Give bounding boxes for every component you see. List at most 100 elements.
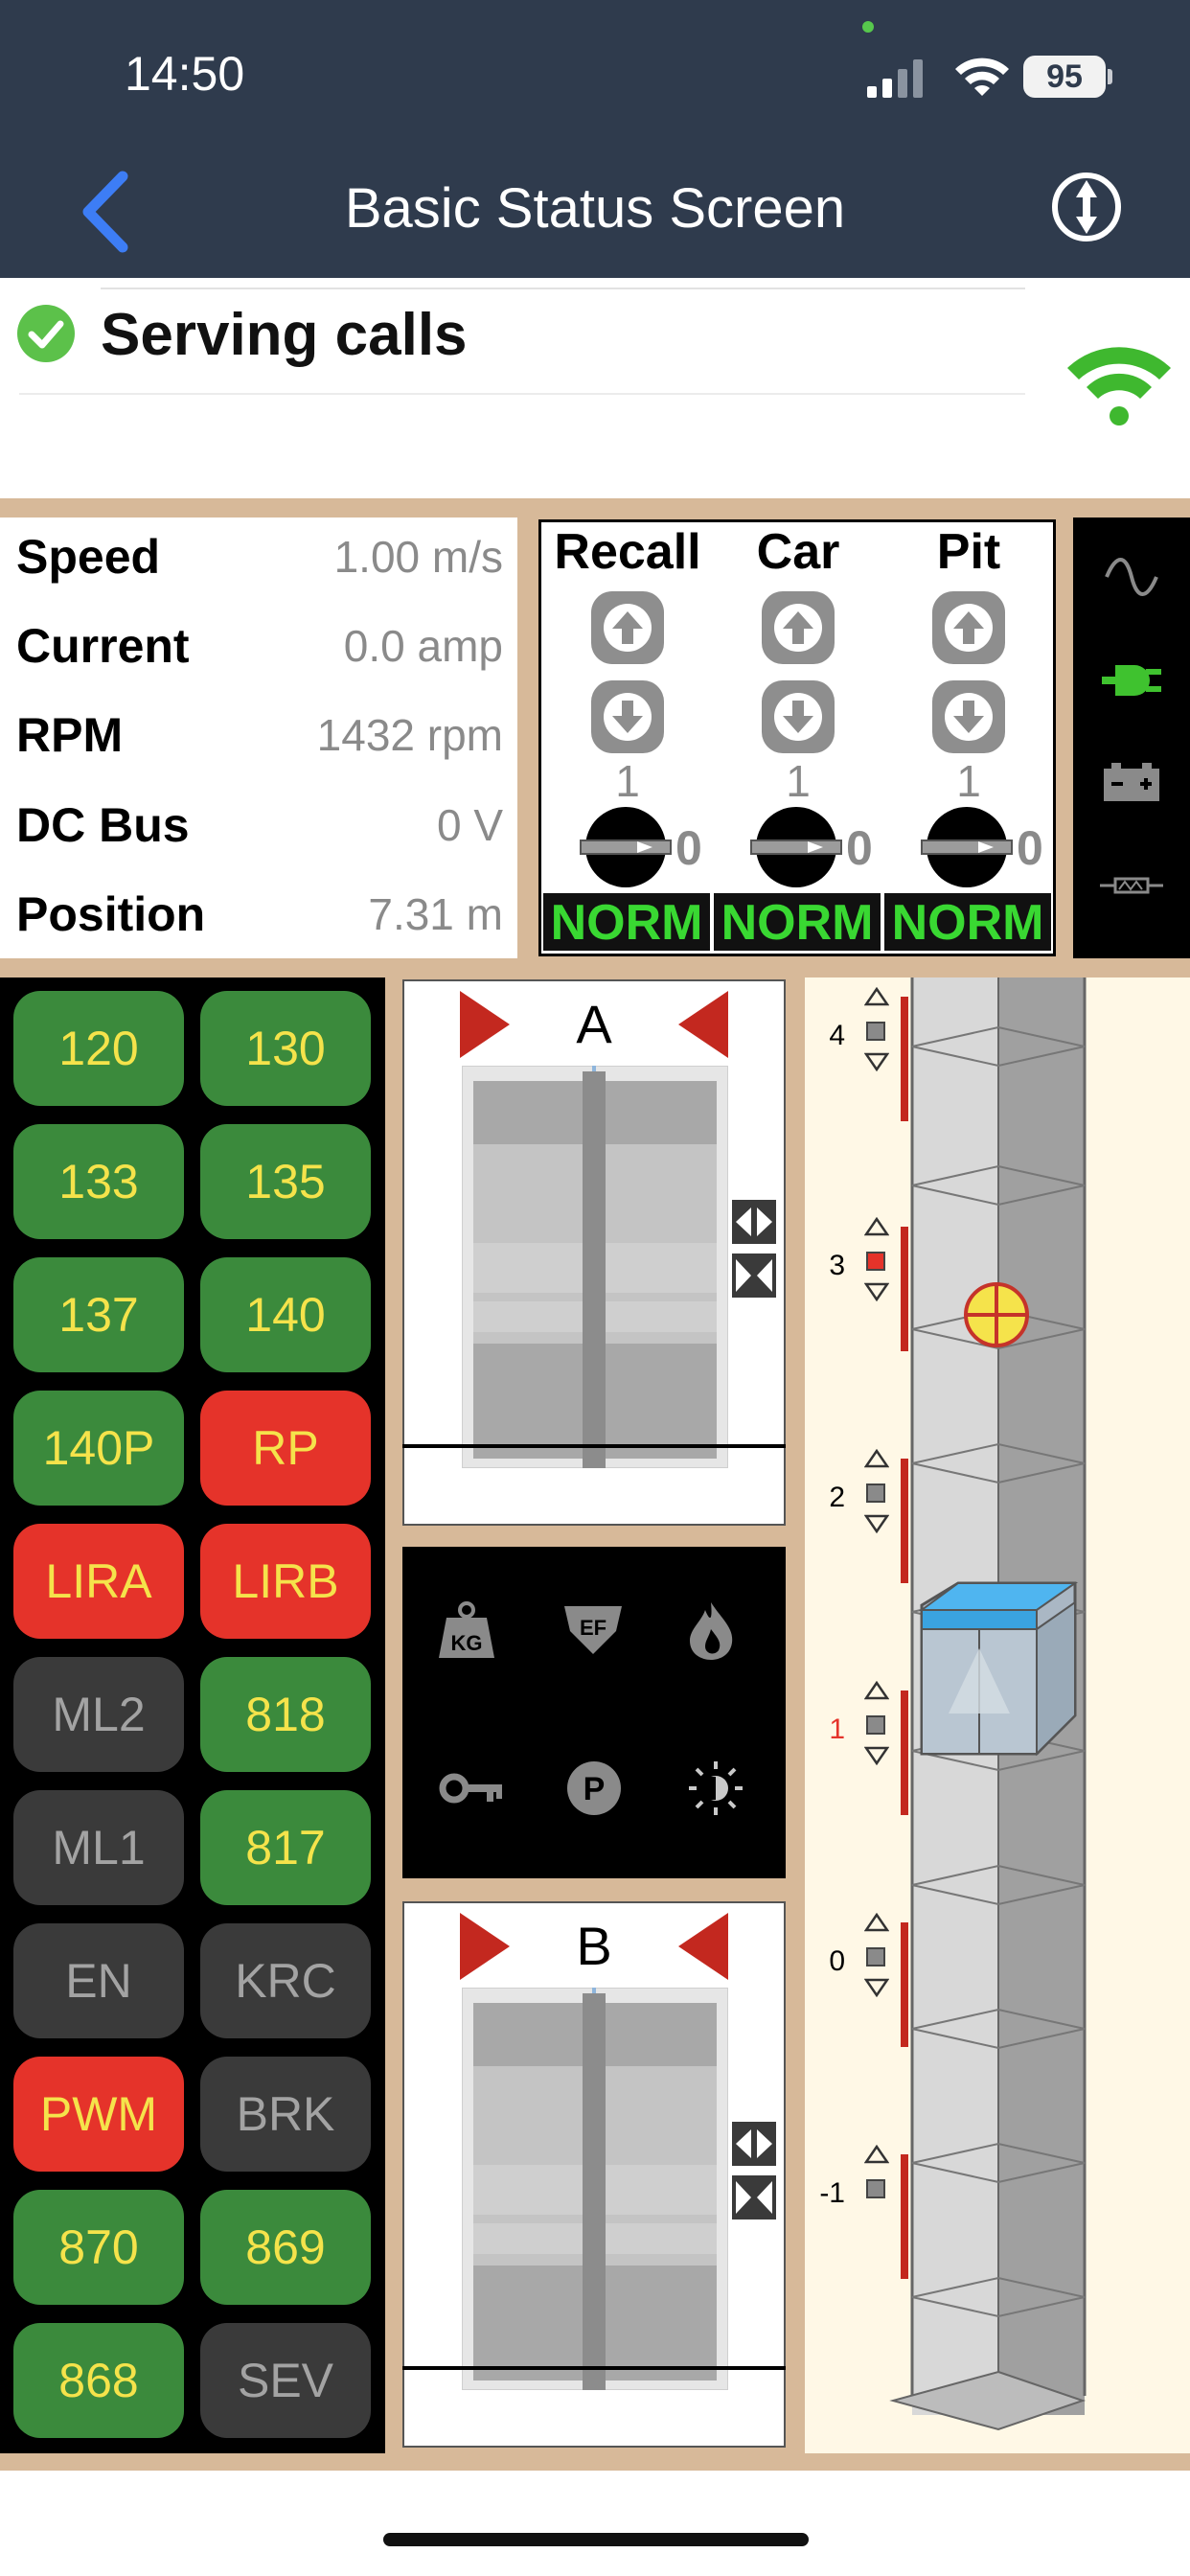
svg-text:P: P	[584, 1771, 606, 1807]
reading-value: 1432 rpm	[316, 710, 503, 760]
io-status-button[interactable]: 130	[200, 991, 371, 1106]
io-status-button[interactable]: 120	[13, 991, 184, 1106]
switch-pointer-icon	[808, 841, 823, 853]
hall-call-down-icon[interactable]	[864, 1514, 889, 1533]
status-row	[0, 278, 1190, 498]
io-status-button[interactable]: SEV	[200, 2323, 371, 2438]
hall-call-up-icon[interactable]	[864, 1449, 889, 1468]
hall-call-down-icon[interactable]	[864, 1282, 889, 1301]
hoistway-graphic	[889, 978, 1087, 2431]
elevator-car	[918, 1581, 1079, 1757]
parking-icon: P	[567, 1761, 621, 1815]
io-status-button[interactable]: 868	[13, 2323, 184, 2438]
io-status-button[interactable]: RP	[200, 1391, 371, 1506]
key-switch[interactable]	[921, 807, 1013, 887]
bottom-safe-area	[0, 2471, 1190, 2576]
up-down-arrows-icon[interactable]	[1050, 171, 1123, 243]
divider	[101, 288, 1025, 289]
io-status-button[interactable]: 870	[13, 2190, 184, 2305]
io-status-button[interactable]: 817	[200, 1790, 371, 1905]
arrow-down-icon	[953, 701, 984, 733]
status-text: Serving calls	[101, 302, 468, 368]
hall-call-down-icon[interactable]	[864, 1052, 889, 1071]
door-arrow-left-icon	[678, 1913, 728, 1980]
io-status-button[interactable]: ML2	[13, 1657, 184, 1772]
io-status-button[interactable]: 869	[200, 2190, 371, 2305]
hall-call-up-icon[interactable]	[864, 1913, 889, 1932]
down-arrow-button[interactable]	[932, 680, 1005, 753]
key-position-one: 1	[956, 756, 981, 806]
door-label: B	[576, 1916, 612, 1976]
back-chevron-icon[interactable]	[77, 169, 134, 255]
key-switch[interactable]	[580, 807, 672, 887]
hall-call-up-icon[interactable]	[864, 987, 889, 1006]
io-status-button[interactable]: BRK	[200, 2057, 371, 2172]
svg-text:KG: KG	[451, 1631, 483, 1655]
check-circle-icon	[17, 305, 75, 362]
door-arrow-left-icon	[678, 991, 728, 1058]
io-status-button[interactable]: ML1	[13, 1790, 184, 1905]
up-arrow-button[interactable]	[762, 591, 835, 664]
switch-pointer-icon	[637, 841, 652, 853]
car-call-button[interactable]	[866, 1252, 885, 1271]
reading-label: DC Bus	[16, 798, 190, 852]
floor-landing-marker	[901, 2154, 908, 2279]
recall-mode-indicator: NORM	[714, 893, 881, 951]
reading-label: Position	[16, 887, 206, 941]
battery-nub	[1108, 69, 1112, 84]
key-switch[interactable]	[750, 807, 842, 887]
floor-label: -1	[819, 2177, 845, 2209]
io-status-button[interactable]: 137	[13, 1257, 184, 1372]
key-position-zero: 0	[1017, 821, 1043, 875]
io-status-button[interactable]: 140	[200, 1257, 371, 1372]
door-close-icon[interactable]	[732, 2175, 776, 2220]
floor-landing-marker	[901, 1922, 908, 2047]
car-call-button[interactable]	[866, 1947, 885, 1966]
fire-service-ef-icon: EF	[564, 1606, 622, 1654]
home-indicator[interactable]	[383, 2533, 809, 2546]
hall-call-up-icon[interactable]	[864, 1681, 889, 1700]
key-position-one: 1	[786, 756, 811, 806]
key-position-zero: 0	[675, 821, 702, 875]
reading-label: Current	[16, 619, 190, 673]
car-call-button[interactable]	[866, 1022, 885, 1041]
floor-label: 4	[829, 1020, 845, 1051]
car-call-button[interactable]	[866, 1484, 885, 1503]
io-status-button[interactable]: 135	[200, 1124, 371, 1239]
door-open-icon[interactable]	[732, 1200, 776, 1244]
door-close-icon[interactable]	[732, 1254, 776, 1298]
key-icon	[439, 1773, 502, 1804]
page-title: Basic Status Screen	[344, 177, 846, 240]
io-status-button[interactable]: LIRB	[200, 1524, 371, 1639]
up-arrow-button[interactable]	[591, 591, 664, 664]
io-status-button[interactable]: PWM	[13, 2057, 184, 2172]
io-status-button[interactable]: EN	[13, 1923, 184, 2038]
fire-icon	[690, 1602, 733, 1660]
floor-landing-marker	[901, 997, 908, 1121]
connection-wifi-icon	[1067, 347, 1171, 426]
io-status-button[interactable]: LIRA	[13, 1524, 184, 1639]
light-icon	[689, 1761, 743, 1815]
car-call-button[interactable]	[866, 1715, 885, 1735]
hall-call-down-icon[interactable]	[864, 1978, 889, 1997]
arrow-down-icon	[612, 701, 643, 733]
hall-call-down-icon[interactable]	[864, 1746, 889, 1765]
door-open-icon[interactable]	[732, 2122, 776, 2166]
down-arrow-button[interactable]	[762, 680, 835, 753]
floor-label: 2	[829, 1482, 845, 1513]
hall-call-up-icon[interactable]	[864, 1217, 889, 1236]
hall-call-up-icon[interactable]	[864, 2145, 889, 2164]
io-status-button[interactable]: 818	[200, 1657, 371, 1772]
battery-icon	[1104, 763, 1159, 801]
reading-label: Speed	[16, 530, 161, 584]
arrow-up-icon	[612, 611, 643, 644]
floor-landing-marker	[901, 1459, 908, 1583]
io-status-button[interactable]: 133	[13, 1124, 184, 1239]
down-arrow-button[interactable]	[591, 680, 664, 753]
io-status-button[interactable]: 140P	[13, 1391, 184, 1506]
reading-label: RPM	[16, 708, 124, 762]
door-arrow-right-icon	[460, 991, 510, 1058]
up-arrow-button[interactable]	[932, 591, 1005, 664]
io-status-button[interactable]: KRC	[200, 1923, 371, 2038]
car-call-button[interactable]	[866, 2179, 885, 2198]
